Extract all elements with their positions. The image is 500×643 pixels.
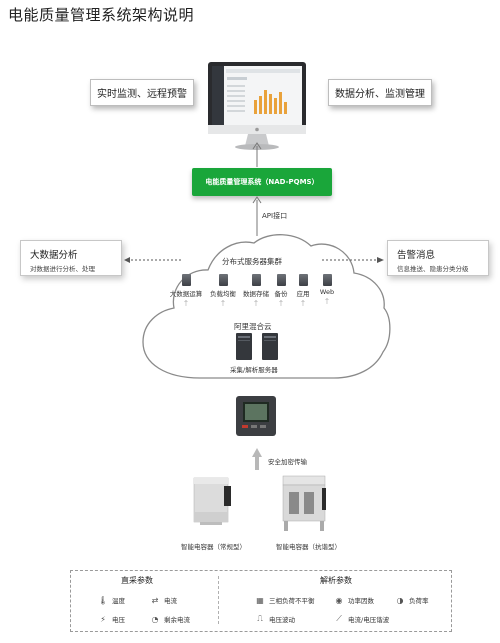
arrow-to-monitor bbox=[252, 142, 262, 167]
big-data-box: 大数据分析 对数据进行分析、处理 bbox=[20, 240, 122, 276]
param-phase-imbalance: ▦ 三相负荷不平衡 bbox=[255, 595, 315, 606]
capacitor-anti-harmonic-icon bbox=[282, 475, 326, 531]
param-harmonics: ⟋ 电流/电压谐波 bbox=[334, 614, 389, 624]
power-factor-icon: ◉ bbox=[335, 595, 343, 605]
arrow-up-icon: ↑ bbox=[323, 297, 331, 306]
secure-arrow bbox=[252, 448, 262, 470]
capacitor-regular-icon bbox=[193, 477, 231, 525]
service-label: 数据存储 bbox=[243, 290, 269, 298]
param-label: 负荷率 bbox=[409, 597, 429, 605]
secure-label: 安全加密传输 bbox=[268, 458, 307, 466]
server-icon bbox=[218, 274, 228, 286]
arrow-up-icon: ↑ bbox=[252, 299, 260, 308]
service-load-balance: 负载均衡 ↑ bbox=[203, 274, 243, 308]
server-icon bbox=[322, 274, 332, 286]
service-label: 应用 bbox=[296, 290, 310, 298]
param-voltage: ⚡ 电压 bbox=[98, 614, 125, 625]
param-label: 电流/电压谐波 bbox=[348, 616, 390, 624]
collector-servers-icon bbox=[236, 333, 278, 360]
arrow-to-alarm bbox=[322, 257, 384, 263]
realtime-monitor-box: 实时监测、远程预警 bbox=[90, 79, 194, 106]
cloud-name: 阿里混合云 bbox=[234, 322, 272, 331]
cloud-shape bbox=[142, 234, 391, 379]
param-load-rate: ◑ 负荷率 bbox=[395, 595, 429, 606]
screen-sidebar bbox=[212, 66, 224, 125]
alarm-box: 告警消息 信息推送、隐患分类分级 bbox=[387, 240, 489, 276]
realtime-monitor-label: 实时监测、远程预警 bbox=[97, 89, 187, 100]
server-icon bbox=[276, 274, 286, 286]
api-arrow bbox=[252, 196, 262, 236]
power-meter-icon bbox=[236, 396, 276, 436]
arrow-to-big-data bbox=[124, 257, 183, 263]
system-box: 电能质量管理系统（NAD-PQMS） bbox=[192, 168, 332, 196]
server-icon bbox=[298, 274, 308, 286]
service-label: 负载均衡 bbox=[210, 290, 236, 298]
collect-params-title: 直采参数 bbox=[121, 576, 153, 585]
collector-label: 采集/解析服务器 bbox=[230, 366, 278, 374]
param-label: 功率因数 bbox=[348, 597, 374, 605]
server-icon bbox=[181, 274, 191, 286]
param-temperature: 🌡 温度 bbox=[98, 595, 125, 606]
load-rate-icon: ◑ bbox=[396, 595, 404, 605]
cluster-title: 分布式服务器集群 bbox=[222, 257, 282, 266]
param-label: 温度 bbox=[112, 597, 125, 605]
param-label: 剩余电流 bbox=[164, 616, 190, 624]
shuffle-icon: ⇄ bbox=[151, 595, 159, 605]
monitor-screen bbox=[212, 66, 302, 125]
arrow-up-icon: ↑ bbox=[219, 299, 227, 308]
params-divider bbox=[218, 576, 219, 624]
server-icon bbox=[251, 274, 261, 286]
param-voltage-fluctuation: ⎍ 电压波动 bbox=[255, 614, 295, 624]
param-label: 三相负荷不平衡 bbox=[269, 597, 315, 605]
params-panel bbox=[70, 570, 452, 632]
arrow-up-icon: ↑ bbox=[182, 299, 190, 308]
capacitor-anti-harmonic-label: 智能电容器（抗谐型） bbox=[276, 543, 341, 551]
service-web: Web ↑ bbox=[307, 274, 347, 306]
param-label: 电压 bbox=[112, 616, 125, 624]
param-residual-current: ◔ 剩余电流 bbox=[150, 614, 191, 625]
api-label: API接口 bbox=[262, 212, 288, 220]
wave-icon: ⎍ bbox=[257, 614, 263, 623]
service-app: 应用 ↑ bbox=[283, 274, 323, 308]
phase-icon: ▦ bbox=[256, 595, 264, 605]
arrow-up-icon: ↑ bbox=[299, 299, 307, 308]
data-analysis-label: 数据分析、监测管理 bbox=[335, 89, 425, 100]
param-label: 电压波动 bbox=[269, 616, 295, 624]
param-power-factor: ◉ 功率因数 bbox=[334, 595, 375, 606]
service-label: Web bbox=[319, 288, 335, 296]
service-bigdata: 大数据运算 ↑ bbox=[166, 274, 206, 308]
capacitor-regular-label: 智能电容器（常规型） bbox=[181, 543, 246, 551]
monitor-illustration bbox=[208, 62, 306, 150]
big-data-title: 大数据分析 bbox=[30, 250, 78, 261]
data-analysis-box: 数据分析、监测管理 bbox=[328, 79, 432, 106]
screen-bar-chart bbox=[254, 90, 287, 114]
alarm-desc: 信息推送、隐患分类分级 bbox=[397, 265, 469, 273]
arrow-up-icon: ↑ bbox=[277, 299, 285, 308]
gauge-icon: ◔ bbox=[151, 614, 159, 624]
system-label: 电能质量管理系统（NAD-PQMS） bbox=[205, 178, 319, 186]
harmonic-icon: ⟋ bbox=[336, 614, 342, 623]
thermometer-icon: 🌡 bbox=[98, 595, 109, 605]
alarm-title: 告警消息 bbox=[397, 250, 436, 261]
service-storage: 数据存储 ↑ bbox=[236, 274, 276, 308]
bolt-icon: ⚡ bbox=[100, 614, 106, 624]
param-current: ⇄ 电流 bbox=[150, 595, 177, 606]
service-backup: 备份 ↑ bbox=[261, 274, 301, 308]
big-data-desc: 对数据进行分析、处理 bbox=[30, 265, 95, 273]
service-label: 备份 bbox=[274, 290, 288, 298]
page-title: 电能质量管理系统架构说明 bbox=[8, 6, 195, 24]
service-label: 大数据运算 bbox=[169, 290, 203, 298]
analysis-params-title: 解析参数 bbox=[320, 576, 352, 585]
param-label: 电流 bbox=[164, 597, 177, 605]
